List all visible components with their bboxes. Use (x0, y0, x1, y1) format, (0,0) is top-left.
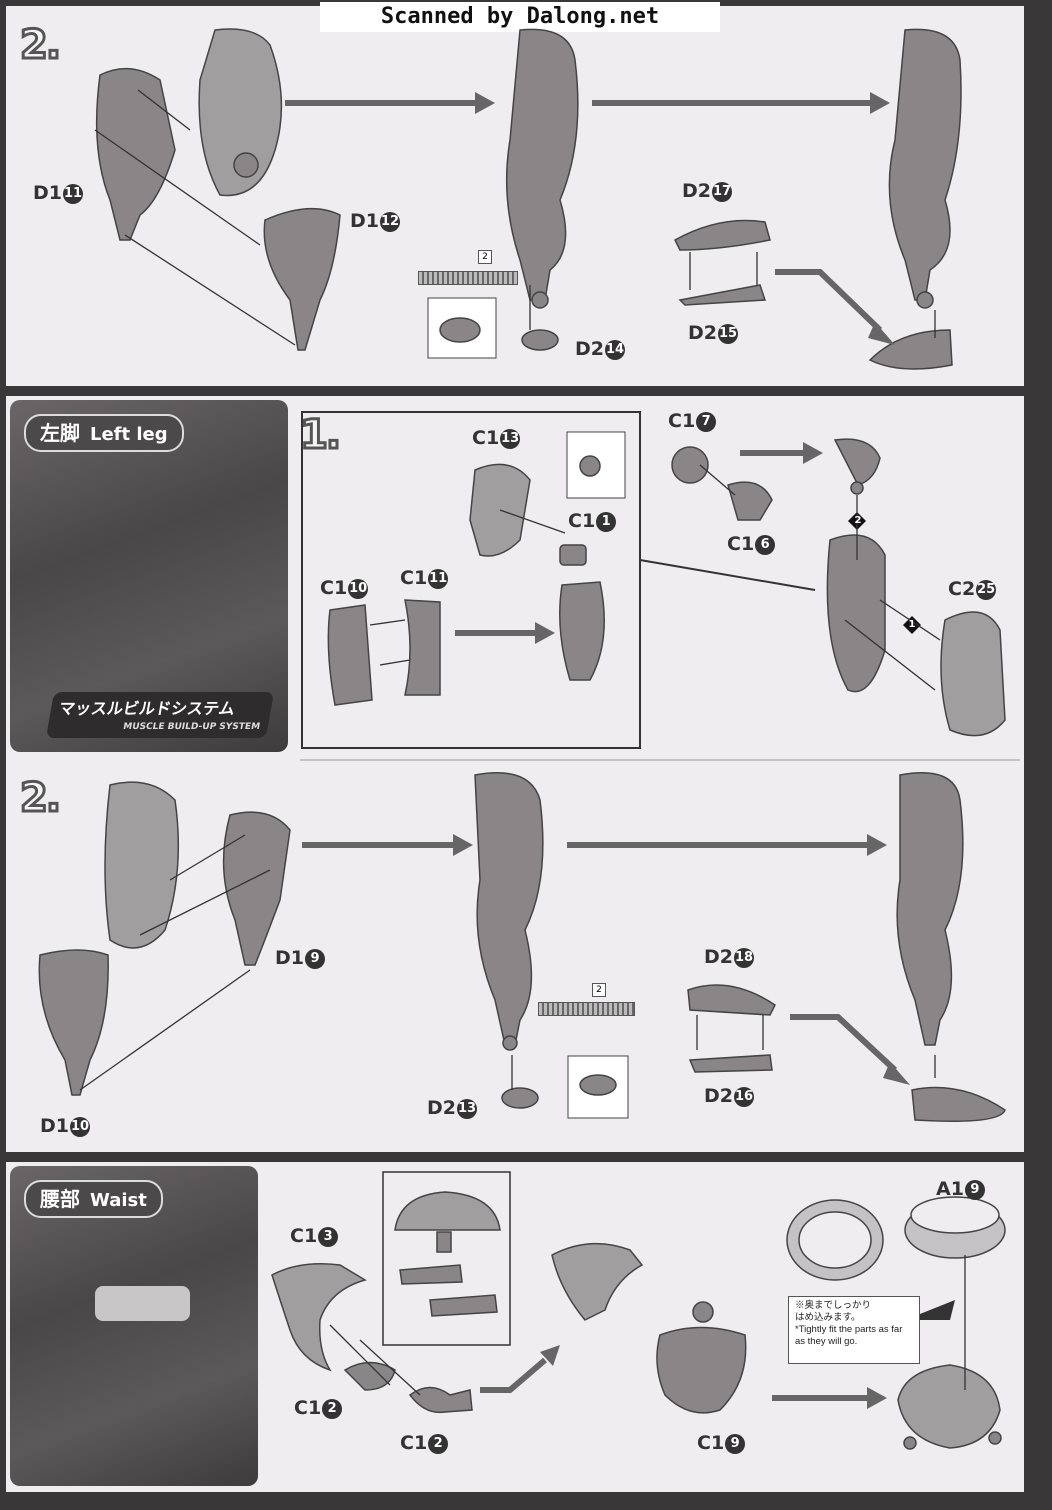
step-number: 2. (18, 21, 62, 70)
step-number-2: 2. (18, 774, 62, 823)
order-mark-2: 2 (854, 515, 862, 526)
fit-tightly-note: ※奥までしっかり はめ込みます。 *Tightly fit the parts … (788, 1296, 920, 1364)
muscle-buildup-logo: マッスルビルドシステム MUSCLE BUILD-UP SYSTEM (45, 692, 275, 738)
step-number-1: 1. (298, 411, 342, 460)
waist-sash (95, 1286, 190, 1321)
runner-gate-2 (538, 1002, 635, 1016)
runner-count-2: 2 (592, 983, 606, 997)
scanner-credit: Scanned by Dalong.net (320, 2, 720, 32)
order-mark-1: 1 (908, 619, 916, 630)
runner-gate (418, 271, 518, 285)
runner-count: 2 (478, 250, 492, 264)
